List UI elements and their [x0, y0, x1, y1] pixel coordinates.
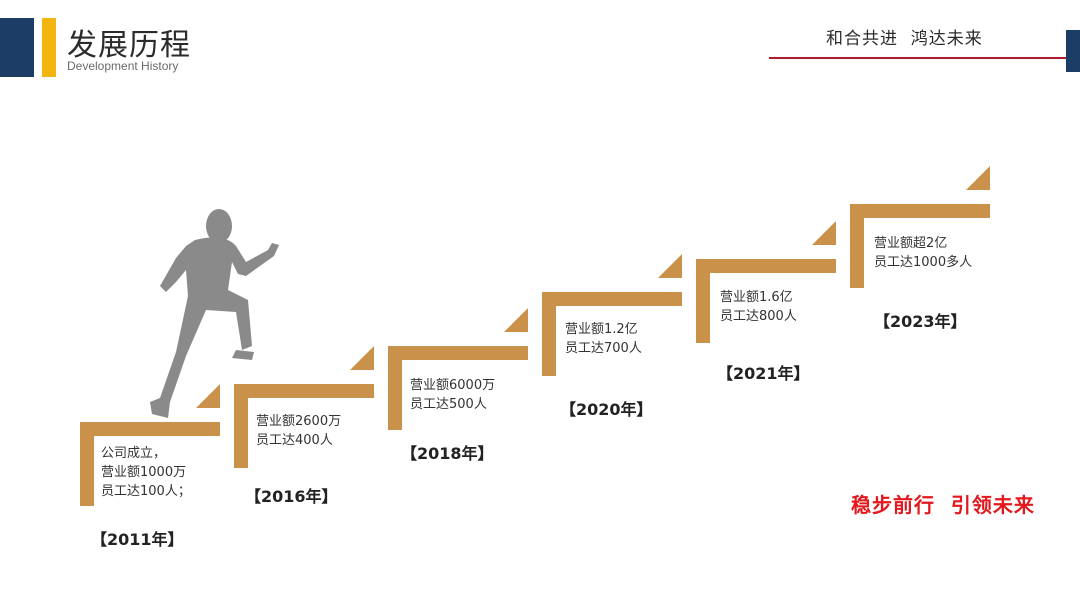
milestone-2011-year: 【2011年】	[91, 530, 184, 549]
milestone-2020-year: 【2020年】	[560, 400, 653, 419]
step-2011	[80, 384, 220, 506]
milestone-2021-year: 【2021年】	[717, 364, 810, 383]
header-gold-block	[42, 18, 56, 77]
header-red-rule	[769, 57, 1066, 59]
milestone-2018-description: 营业额6000万 员工达500人	[410, 378, 496, 412]
milestone-2016-description: 营业额2600万 员工达400人	[256, 414, 342, 448]
milestone-2020-description: 营业额1.2亿 员工达700人	[565, 322, 642, 356]
step-2018	[388, 308, 528, 430]
header-navy-block	[0, 18, 34, 77]
page-subtitle: Development History	[67, 59, 179, 73]
header-navy-tab	[1066, 30, 1080, 72]
milestone-2023-description: 营业额超2亿 员工达1000多人	[874, 236, 973, 270]
milestone-2023-year: 【2023年】	[874, 312, 967, 331]
runner-silhouette-icon	[150, 209, 279, 418]
header-slogan: 和合共进 鸿达未来	[826, 29, 983, 49]
step-2016	[234, 346, 374, 468]
page-title: 发展历程	[67, 28, 191, 63]
milestone-2018-year: 【2018年】	[401, 444, 494, 463]
step-2021	[696, 221, 836, 343]
milestone-2016-year: 【2016年】	[245, 487, 338, 506]
step-2023	[850, 166, 990, 288]
milestone-2021-description: 营业额1.6亿 员工达800人	[720, 290, 797, 324]
milestone-2011-description: 公司成立， 营业额1000万 员工达100人；	[101, 446, 191, 499]
footer-slogan: 稳步前行 引领未来	[851, 493, 1035, 517]
step-2020	[542, 254, 682, 376]
